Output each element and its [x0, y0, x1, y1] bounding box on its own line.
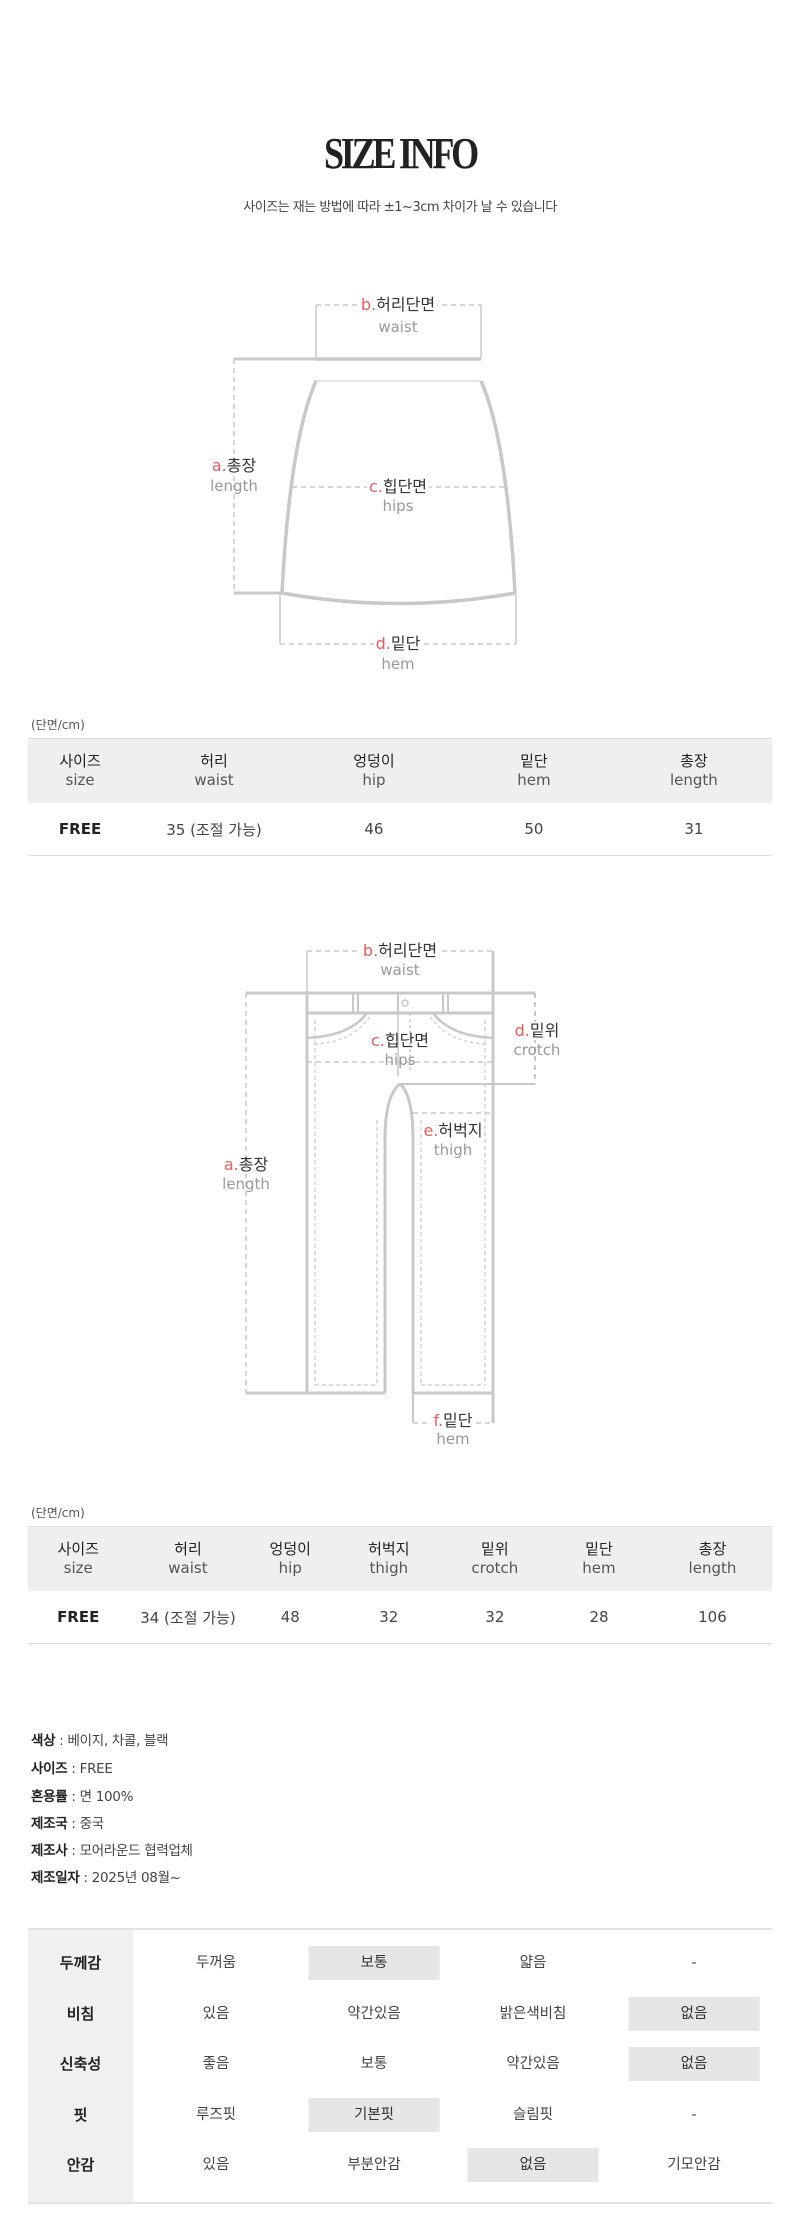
feature-option: 좋음	[202, 2056, 230, 2072]
skirt-hem-label: d.밑단	[373, 634, 423, 653]
skirt-waist-en: waist	[378, 318, 418, 336]
feature-option-selected: 없음	[628, 2047, 760, 2081]
feature-option: 약간있음	[347, 2005, 401, 2022]
feature-option: 있음	[202, 2157, 230, 2173]
table-row: FREE 34 (조절 가능) 48 32 32 28 106	[28, 1591, 772, 1644]
feature-label: 두께감	[59, 1954, 102, 1972]
skirt-length-en: length	[210, 477, 258, 495]
feature-option-selected: 없음	[467, 2148, 599, 2182]
info-size: 사이즈 : FREE	[31, 1761, 113, 1777]
feature-row: 안감 있음 부분안감 없음 기모안감	[28, 2148, 772, 2182]
skirt-unit-label: (단면/cm)	[31, 718, 85, 732]
feature-option: 부분안감	[347, 2157, 401, 2173]
cell-hem: 50	[452, 803, 616, 856]
feature-option: -	[691, 2106, 697, 2123]
feature-row: 비침 있음 약간있음 밝은색비침 없음	[28, 1996, 772, 2031]
measurement-notice: 사이즈는 재는 방법에 따라 ±1~3cm 차이가 날 수 있습니다	[243, 200, 557, 215]
feature-option-selected: 보통	[308, 1946, 440, 1980]
feature-label: 핏	[73, 2105, 88, 2124]
feature-row: 두께감 두꺼움 보통 얇음 -	[28, 1946, 772, 1980]
feature-option: 기모안감	[667, 2157, 721, 2173]
feature-option: 두꺼움	[195, 1955, 237, 1971]
feature-option: 슬림핏	[512, 2106, 554, 2123]
page-title: SIZE INFO	[324, 129, 479, 178]
feature-label: 신축성	[59, 2055, 102, 2073]
info-country: 제조국 : 중국	[31, 1816, 104, 1832]
feature-option-selected: 없음	[628, 1996, 760, 2031]
feature-row: 핏 루즈핏 기본핏 슬림핏 -	[28, 2097, 772, 2132]
feature-option: -	[691, 1955, 697, 1971]
pants-length-en: length	[222, 1175, 270, 1193]
pants-hem-label: f.밑단	[431, 1411, 475, 1430]
feature-option: 약간있음	[506, 2056, 560, 2072]
feature-label-column	[28, 1930, 133, 2202]
info-manufacturer: 제조사 : 모어라운드 협력업체	[31, 1843, 193, 1859]
pants-diagram	[245, 950, 536, 1424]
cell-thigh: 32	[333, 1591, 445, 1644]
cell-waist: 34 (조절 가능)	[128, 1591, 248, 1644]
skirt-length-label: a.총장	[209, 456, 259, 475]
feature-option: 있음	[202, 2005, 230, 2022]
cell-hip: 48	[247, 1591, 334, 1644]
pants-waist-label: b.허리단면	[360, 941, 440, 960]
pants-crotch-en: crotch	[513, 1041, 561, 1059]
skirt-hips-en: hips	[382, 497, 414, 515]
feature-option-selected: 기본핏	[308, 2097, 440, 2132]
feature-option: 얇음	[519, 1955, 547, 1971]
pants-hem-en: hem	[436, 1430, 470, 1448]
skirt-hips-label: c.힙단면	[366, 477, 430, 496]
cell-length: 106	[652, 1591, 772, 1644]
pants-hips-en: hips	[384, 1051, 416, 1069]
feature-option: 보통	[360, 2056, 388, 2072]
cell-length: 31	[615, 803, 772, 856]
pants-length-label: a.총장	[221, 1155, 271, 1174]
pants-unit-label: (단면/cm)	[31, 1506, 85, 1520]
table-row: FREE 35 (조절 가능) 46 50 31	[28, 803, 772, 856]
cell-crotch: 32	[444, 1591, 546, 1644]
skirt-waist-label: b.허리단면	[358, 295, 438, 314]
skirt-diagram	[233, 304, 517, 645]
feature-row: 신축성 좋음 보통 약간있음 없음	[28, 2047, 772, 2081]
info-date: 제조일자 : 2025년 08월~	[31, 1870, 181, 1886]
cell-hem: 28	[545, 1591, 653, 1644]
feature-option: 밝은색비침	[499, 2005, 567, 2022]
pants-thigh-en: thigh	[433, 1141, 473, 1159]
pants-thigh-label: e.허벅지	[423, 1121, 483, 1140]
info-material: 혼용률 : 면 100%	[31, 1789, 134, 1805]
cell-size: FREE	[28, 803, 133, 856]
feature-option: 루즈핏	[195, 2106, 237, 2123]
pants-waist-en: waist	[380, 961, 420, 979]
feature-label: 안감	[66, 2156, 95, 2174]
cell-waist: 35 (조절 가능)	[132, 803, 296, 856]
feature-label: 비침	[66, 2004, 95, 2023]
pants-crotch-label: d.밑위	[512, 1021, 562, 1040]
cell-size: FREE	[28, 1591, 129, 1644]
skirt-hem-en: hem	[381, 655, 415, 673]
cell-hip: 46	[295, 803, 453, 856]
pants-hips-label: c.힙단면	[370, 1031, 430, 1050]
info-color: 색상 : 베이지, 차콜, 블랙	[31, 1733, 169, 1749]
